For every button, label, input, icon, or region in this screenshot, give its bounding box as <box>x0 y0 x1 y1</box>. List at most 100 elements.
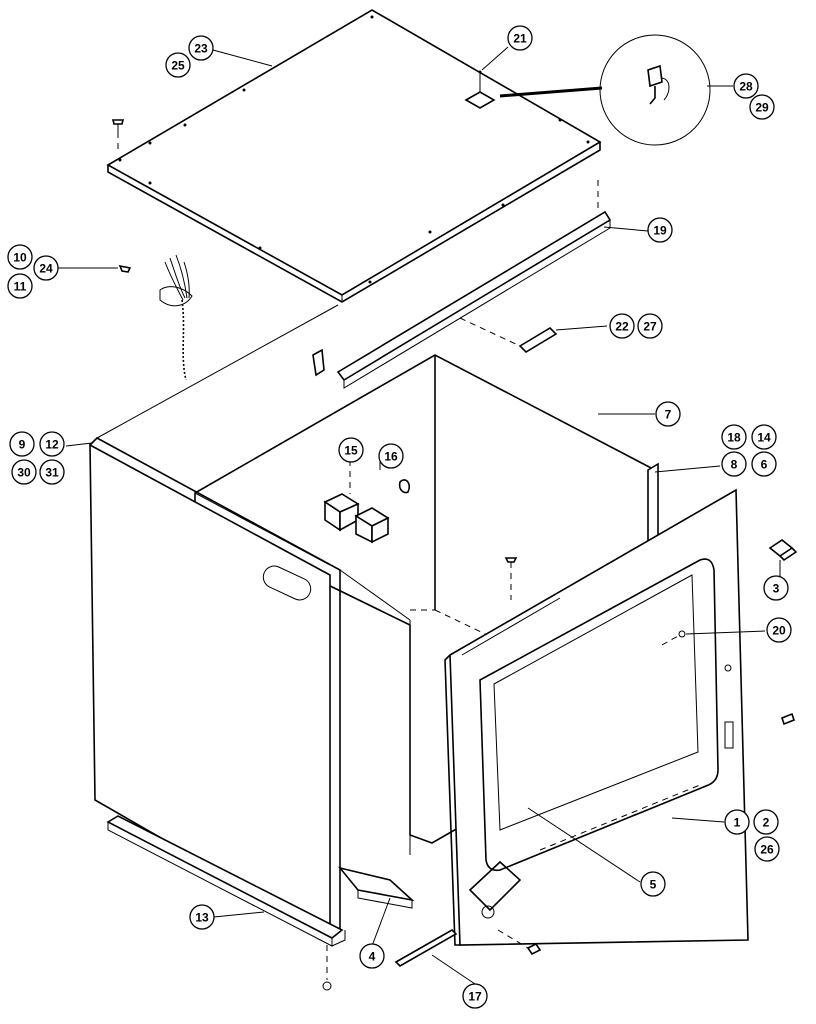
callout-circle <box>378 443 404 469</box>
callout-11: 11 <box>7 273 33 299</box>
callout-circle <box>338 437 364 463</box>
callout-label: 29 <box>755 101 769 115</box>
callout-4: 4 <box>359 943 385 969</box>
callout-circle <box>188 35 214 61</box>
leader-lines <box>58 46 781 985</box>
detail-view-circle <box>464 34 711 146</box>
callout-24: 24 <box>33 255 59 281</box>
callout-circle <box>33 255 59 281</box>
top-screw-icon <box>111 119 125 150</box>
callout-19: 19 <box>647 217 673 243</box>
callout-label: 23 <box>194 42 208 56</box>
callout-14: 14 <box>751 424 777 450</box>
callout-22: 22 <box>609 313 635 339</box>
callout-9: 9 <box>9 431 35 457</box>
callout-label: 26 <box>760 843 774 857</box>
callout-circle <box>9 431 35 457</box>
callout-label: 4 <box>369 950 376 964</box>
callout-5: 5 <box>640 871 666 897</box>
callout-label: 14 <box>757 431 771 445</box>
callout-label: 5 <box>650 878 657 892</box>
callout-label: 31 <box>45 466 59 480</box>
callout-10: 10 <box>7 244 33 270</box>
callout-circle <box>189 904 215 930</box>
callout-31: 31 <box>39 459 65 485</box>
callout-label: 24 <box>39 262 53 276</box>
callout-label: 27 <box>643 320 657 334</box>
callout-circle <box>733 73 759 99</box>
callout-circle <box>753 809 779 835</box>
callout-label: 19 <box>653 224 667 238</box>
callout-label: 10 <box>13 251 27 265</box>
callout-label: 12 <box>45 438 59 452</box>
kick-strip <box>394 929 458 967</box>
callout-label: 22 <box>615 320 629 334</box>
callout-circle <box>724 809 750 835</box>
side-screw-icon <box>781 712 795 726</box>
callout-circle <box>39 431 65 457</box>
callout-17: 17 <box>462 983 488 1009</box>
callout-label: 8 <box>731 458 738 472</box>
callout-label: 15 <box>344 444 358 458</box>
small-clip <box>312 348 411 494</box>
callout-label: 20 <box>772 624 786 638</box>
callout-2: 2 <box>753 809 779 835</box>
callout-circle <box>637 313 663 339</box>
callout-circle <box>7 273 33 299</box>
callout-circle <box>359 943 385 969</box>
callout-23: 23 <box>188 35 214 61</box>
callout-circle <box>640 871 666 897</box>
callout-label: 2 <box>763 816 770 830</box>
wire-conduit <box>118 254 193 381</box>
callout-circle <box>647 217 673 243</box>
callout-label: 17 <box>468 990 482 1004</box>
door-screw-icon <box>497 929 542 956</box>
callout-circle <box>749 94 775 120</box>
callout-circle <box>763 575 789 601</box>
screw-20-icon <box>661 630 686 646</box>
callout-label: 25 <box>171 59 185 73</box>
callout-15: 15 <box>338 437 364 463</box>
callout-circle <box>462 983 488 1009</box>
callout-27: 27 <box>637 313 663 339</box>
callout-label: 1 <box>734 816 741 830</box>
callout-29: 29 <box>749 94 775 120</box>
callout-label: 30 <box>17 466 31 480</box>
component-block-15 <box>323 460 360 532</box>
callout-21: 21 <box>507 25 533 51</box>
callout-label: 18 <box>727 431 741 445</box>
knob-part <box>768 539 798 562</box>
center-screw-icon <box>504 557 518 600</box>
callout-label: 7 <box>665 408 672 422</box>
callout-circle <box>754 836 780 862</box>
callout-circle <box>766 617 792 643</box>
callout-circle <box>655 401 681 427</box>
callout-28: 28 <box>733 73 759 99</box>
bracket-part <box>459 317 558 354</box>
callout-8: 8 <box>721 451 747 477</box>
callout-label: 16 <box>384 450 398 464</box>
callout-circle <box>7 244 33 270</box>
component-block-16 <box>354 507 390 544</box>
callout-label: 21 <box>513 32 527 46</box>
callout-circle <box>165 52 191 78</box>
callout-label: 28 <box>739 80 753 94</box>
callout-20: 20 <box>766 617 792 643</box>
callout-16: 16 <box>378 443 404 469</box>
top-rail <box>336 180 612 389</box>
callout-7: 7 <box>655 401 681 427</box>
callout-label: 11 <box>14 280 27 294</box>
callout-12: 12 <box>39 431 65 457</box>
callout-label: 9 <box>19 438 26 452</box>
callout-circle <box>751 424 777 450</box>
callout-circle <box>39 459 65 485</box>
callout-25: 25 <box>165 52 191 78</box>
front-door-frame <box>444 488 749 946</box>
callout-30: 30 <box>11 459 37 485</box>
callout-circle <box>751 451 777 477</box>
callout-26: 26 <box>754 836 780 862</box>
callout-18: 18 <box>721 424 747 450</box>
callout-circle <box>11 459 37 485</box>
callout-label: 3 <box>773 582 780 596</box>
callout-label: 6 <box>761 458 768 472</box>
